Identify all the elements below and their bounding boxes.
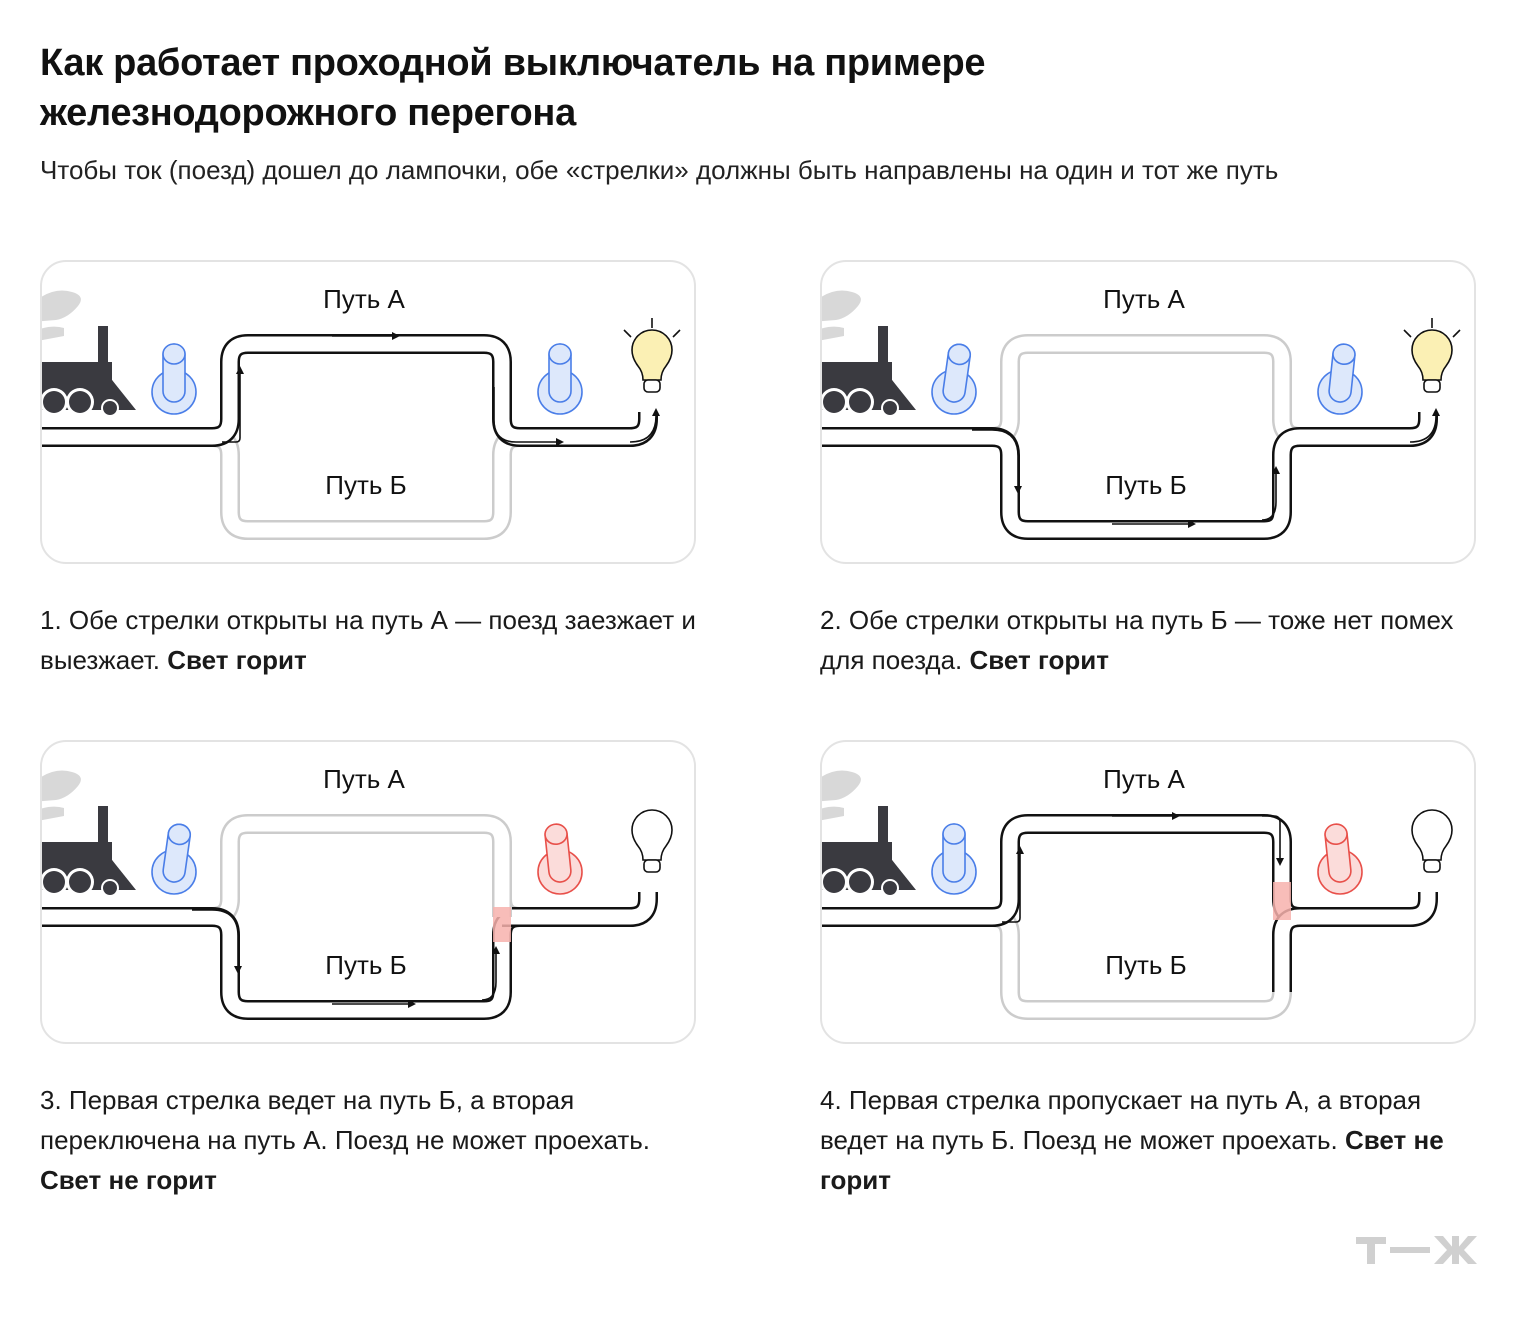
switch-1-icon (931, 343, 977, 415)
direction-arrows (222, 332, 660, 446)
switch-2-icon (537, 823, 583, 895)
page-subtitle: Чтобы ток (поезд) дошел до лампочки, обе… (40, 155, 1279, 185)
path-b-label: Путь Б (325, 470, 406, 500)
bulb-on-icon (1403, 318, 1461, 393)
bulb-off-icon (1411, 809, 1453, 873)
blocked-junction (1273, 882, 1291, 920)
bulb-off-icon (631, 809, 673, 873)
diagram-panel-1: Путь А Путь Б (40, 260, 696, 564)
panel-2-svg: Путь А Путь Б (822, 284, 1461, 540)
caption-3-result: Свет не горит (40, 1165, 217, 1195)
switch-1-icon (151, 823, 197, 895)
direction-arrows (972, 408, 1440, 528)
path-a-label: Путь А (323, 284, 405, 314)
blocked-junction (493, 907, 511, 942)
path-a-label: Путь А (1103, 284, 1185, 314)
path-b-label: Путь Б (1105, 950, 1186, 980)
track-network (822, 334, 1438, 540)
caption-2-result: Свет горит (969, 645, 1109, 675)
caption-4: 4. Первая стрелка пропускает на путь А, … (820, 1080, 1480, 1200)
diagram-panel-4: Путь А Путь Б (820, 740, 1476, 1044)
train-icon (822, 290, 916, 417)
caption-1: 1. Обе стрелки открыты на путь А — поезд… (40, 600, 700, 680)
path-b-label: Путь Б (325, 950, 406, 980)
direction-arrows (1002, 812, 1284, 923)
bulb-on-icon (623, 318, 681, 393)
direction-arrows (192, 909, 500, 1008)
diagram-panel-3: Путь А Путь Б (40, 740, 696, 1044)
switch-2-icon (1317, 343, 1363, 415)
caption-1-result: Свет горит (167, 645, 307, 675)
switch-2-icon (1317, 823, 1363, 895)
train-icon (42, 770, 136, 897)
switch-2-icon (537, 343, 583, 415)
caption-4-text: 4. Первая стрелка пропускает на путь А, … (820, 1085, 1422, 1155)
caption-2: 2. Обе стрелки открыты на путь Б — тоже … (820, 600, 1480, 680)
caption-2-text: 2. Обе стрелки открыты на путь Б — тоже … (820, 605, 1454, 675)
caption-1-text: 1. Обе стрелки открыты на путь А — поезд… (40, 605, 696, 675)
panel-4-svg: Путь А Путь Б (822, 764, 1453, 1020)
path-a-label: Путь А (323, 764, 405, 794)
train-icon (42, 290, 136, 417)
tzh-logo (1356, 1236, 1477, 1264)
switch-1-icon (151, 343, 197, 415)
panel-3-svg: Путь А Путь Б (42, 764, 673, 1020)
train-icon (822, 770, 916, 897)
caption-3-text: 3. Первая стрелка ведет на путь Б, а вто… (40, 1085, 651, 1155)
caption-3: 3. Первая стрелка ведет на путь Б, а вто… (40, 1080, 700, 1200)
path-b-label: Путь Б (1105, 470, 1186, 500)
panel-1-svg: Путь А Путь Б (42, 284, 681, 540)
page-title: Как работает проходной выключатель на пр… (40, 42, 986, 134)
switch-1-icon (931, 823, 977, 895)
diagram-panel-2: Путь А Путь Б (820, 260, 1476, 564)
caption-4-result: Свет не горит (820, 1125, 1444, 1195)
path-a-label: Путь А (1103, 764, 1185, 794)
